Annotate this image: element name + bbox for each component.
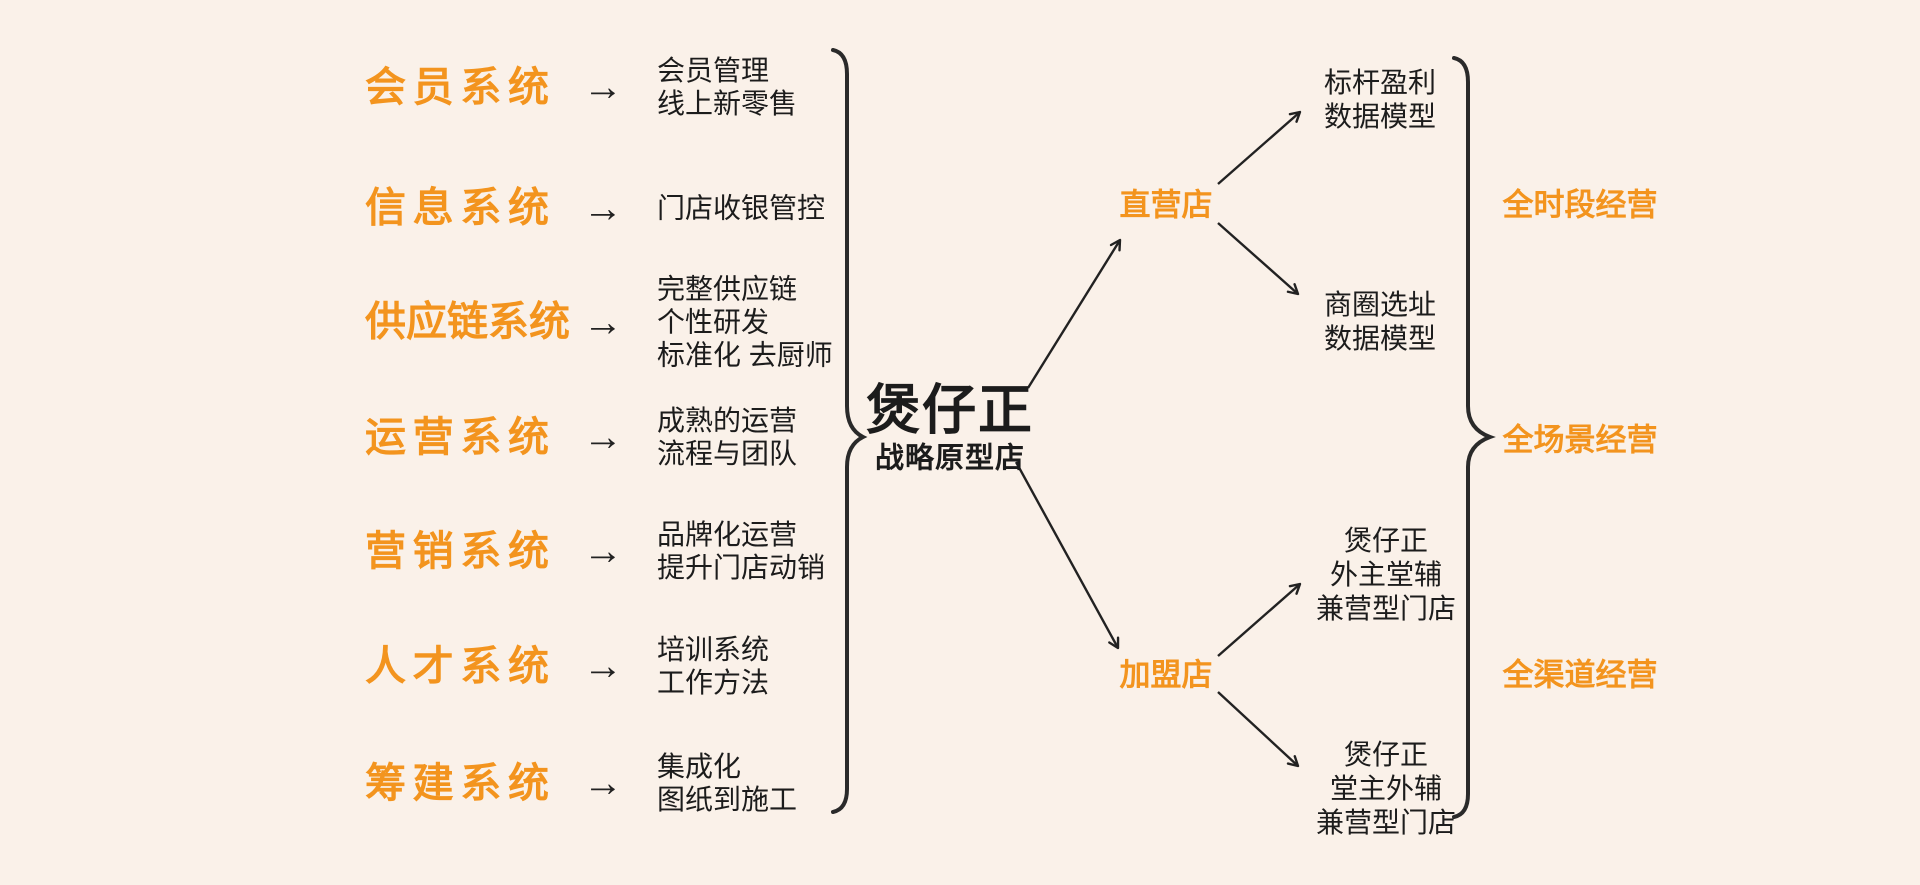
system-label-talent: 人才系统 [365, 642, 549, 689]
right-arrow-icon: → [583, 761, 623, 805]
system-row-information: 信息系统 → 门店收银管控 [365, 184, 826, 231]
outcome-dinein-main-store: 煲仔正 堂主外辅 兼营型门店 [1315, 739, 1457, 838]
system-desc-construction: 集成化 图纸到施工 [657, 751, 798, 815]
hub-subtitle: 战略原型店 [874, 442, 1025, 475]
arrow-hub-to-direct [1026, 238, 1122, 389]
system-desc-marketing: 品牌化运营 提升门店动销 [657, 519, 826, 583]
arrow-hub-to-franchise [1014, 461, 1120, 650]
system-label-information: 信息系统 [365, 184, 549, 231]
right-arrow-icon: → [583, 186, 623, 230]
right-brace [1452, 56, 1496, 819]
system-label-supply-chain: 供应链系统 [365, 298, 570, 345]
system-row-marketing: 营销系统 → 品牌化运营 提升门店动销 [365, 518, 825, 584]
system-desc-operations: 成熟的运营 流程与团队 [657, 405, 798, 469]
arrow-franchise-to-takeout-main [1217, 582, 1302, 657]
right-arrow-icon: → [583, 300, 623, 344]
strategy-label-all-channel: 全渠道经营 [1502, 657, 1658, 693]
system-desc-supply-chain: 完整供应链 个性研发 标准化 去厨师 [657, 273, 833, 371]
system-desc-talent: 培训系统 工作方法 [657, 634, 770, 698]
system-row-construction: 筹建系统 → 集成化 图纸到施工 [365, 750, 797, 816]
strategy-label-all-scenario: 全场景经营 [1502, 422, 1658, 458]
right-arrow-icon: → [583, 65, 623, 109]
system-row-talent: 人才系统 → 培训系统 工作方法 [365, 633, 769, 699]
outcome-location-data-model: 商圈选址 数据模型 [1323, 289, 1437, 354]
hub-title: 煲仔正 [866, 380, 1034, 441]
system-row-operations: 运营系统 → 成熟的运营 流程与团队 [365, 404, 797, 470]
left-brace [831, 48, 868, 814]
right-arrow-icon: → [583, 415, 623, 459]
direct-store-node: 直营店 [1119, 187, 1213, 223]
system-row-membership: 会员系统 → 会员管理 线上新零售 [365, 54, 797, 120]
system-desc-information: 门店收银管控 [657, 192, 826, 224]
system-desc-membership: 会员管理 线上新零售 [657, 55, 798, 119]
system-label-marketing: 营销系统 [365, 527, 549, 574]
arrow-franchise-to-dinein-main [1217, 691, 1300, 768]
right-arrow-icon: → [583, 529, 623, 573]
hub-node: 煲仔正 战略原型店 [866, 381, 1034, 478]
arrow-direct-to-location [1217, 222, 1300, 296]
right-arrow-icon: → [583, 644, 623, 688]
strategy-label-all-daypart: 全时段经营 [1502, 187, 1658, 223]
outcome-takeout-main-store: 煲仔正 外主堂辅 兼营型门店 [1315, 525, 1457, 624]
system-label-operations: 运营系统 [365, 413, 549, 460]
franchise-store-node: 加盟店 [1119, 657, 1213, 693]
arrow-direct-to-benchmark [1217, 110, 1302, 185]
system-row-supply-chain: 供应链系统 → 完整供应链 个性研发 标准化 去厨师 [365, 273, 833, 372]
system-label-membership: 会员系统 [365, 63, 549, 110]
system-label-construction: 筹建系统 [365, 759, 549, 806]
outcome-benchmark-profit-model: 标杆盈利 数据模型 [1323, 67, 1437, 132]
